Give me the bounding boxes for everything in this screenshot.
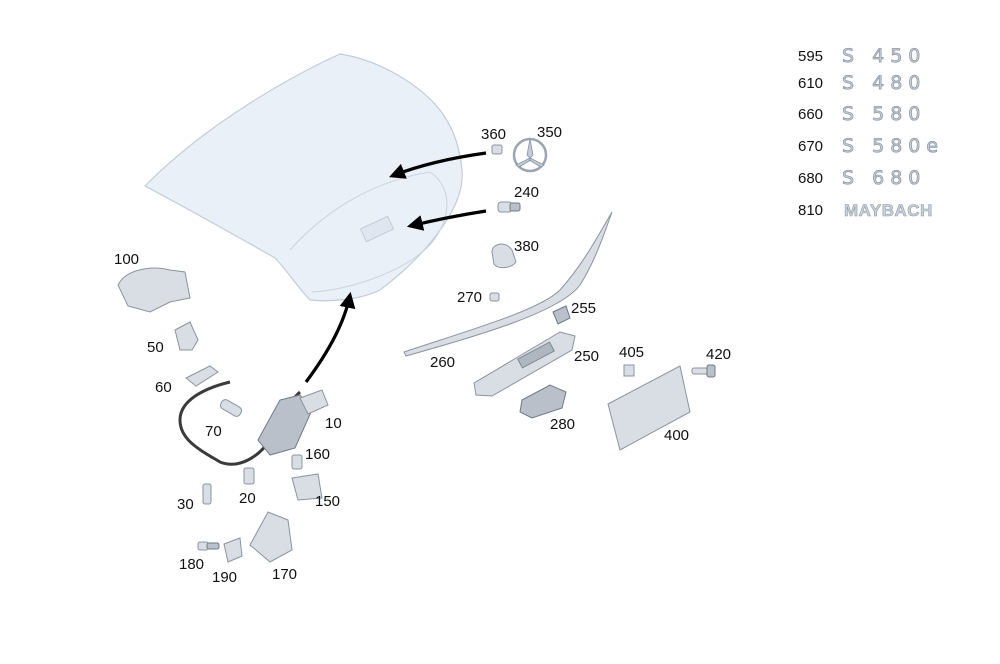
arrow-to-lid-center [406,209,487,231]
badge-number-660: 660 [798,106,823,123]
callout-10: 10 [325,415,342,432]
part-100-actuator [117,267,191,313]
callout-420: 420 [706,346,731,363]
part-190-clip [223,537,243,563]
callout-50: 50 [147,339,164,356]
callout-350: 350 [537,124,562,141]
part-405-nut [623,364,635,377]
callout-250: 250 [574,348,599,365]
part-180-screw [197,541,220,551]
callout-30: 30 [177,496,194,513]
badge-number-610: 610 [798,75,823,92]
part-255-clip [552,305,571,325]
callout-60: 60 [155,379,172,396]
callout-255: 255 [571,300,596,317]
part-360-clip [491,144,503,155]
part-150-striker [291,473,323,501]
badge-model-595: S 450 [842,45,926,67]
part-50-bracket [174,321,199,351]
callout-70: 70 [205,423,222,440]
badge-model-670: S 580e [842,135,944,157]
part-420-screw [691,364,716,378]
badge-model-680: S 680 [842,167,926,189]
part-260-trim-strip [403,211,613,357]
part-60-clip [185,365,219,387]
badge-number-595: 595 [798,48,823,65]
callout-270: 270 [457,289,482,306]
badge-model-610: S 480 [842,72,926,94]
badge-model-810: MAYBACH [844,201,933,220]
part-70-pin [219,399,243,417]
badge-model-660: S 580 [842,103,926,125]
part-280-plate-light [519,384,567,419]
callout-180: 180 [179,556,204,573]
callout-190: 190 [212,569,237,586]
callout-100: 100 [114,251,139,268]
callout-160: 160 [305,446,330,463]
callout-400: 400 [664,427,689,444]
callout-280: 280 [550,416,575,433]
badge-number-670: 670 [798,138,823,155]
trunk-lid [144,53,463,302]
callout-240: 240 [514,184,539,201]
arrow-to-emblem [389,151,487,179]
callout-150: 150 [315,493,340,510]
badge-number-680: 680 [798,170,823,187]
callout-260: 260 [430,354,455,371]
callout-170: 170 [272,566,297,583]
part-170-bracket [249,511,293,563]
badge-number-810: 810 [798,202,823,219]
callout-20: 20 [239,490,256,507]
part-240-bolt [497,201,521,213]
star-emblem [512,137,548,173]
part-270-grommet [489,292,500,302]
part-30-bolt [202,483,212,505]
part-400-plate-holder [607,365,691,451]
callout-360: 360 [481,126,506,143]
part-380-camera [491,243,517,269]
badge-list: 595 S 450 610 S 480 660 S 580 670 S 580e… [798,45,944,221]
part-20-screw [243,467,255,485]
callout-380: 380 [514,238,539,255]
part-160-screw [291,454,303,470]
callout-405: 405 [619,344,644,361]
arrow-from-lock [304,291,356,383]
